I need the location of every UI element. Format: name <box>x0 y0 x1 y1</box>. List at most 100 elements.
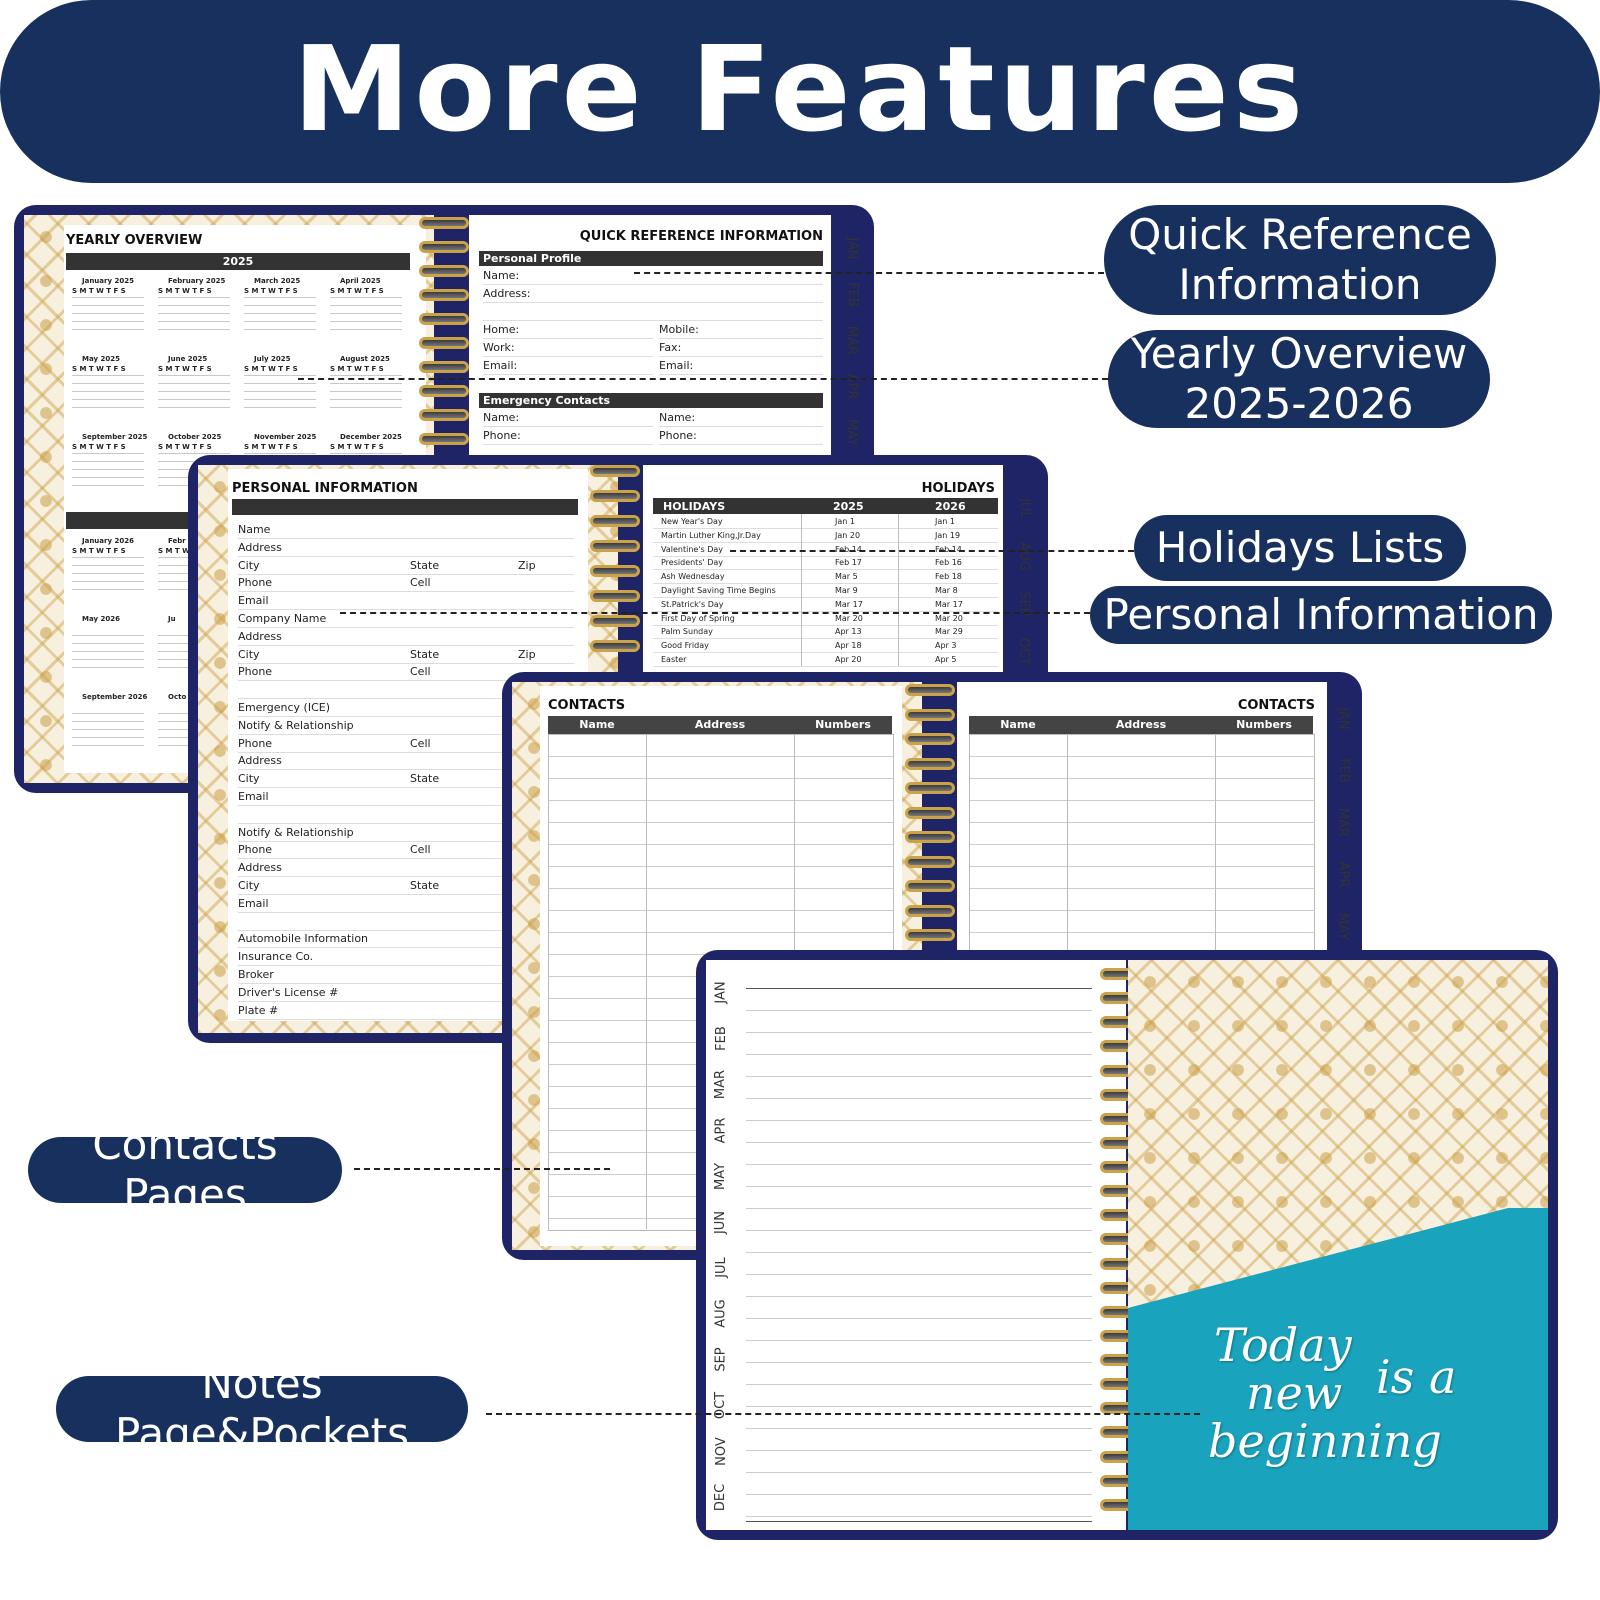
tab-aug[interactable]: AUG <box>1016 542 1032 571</box>
tab-jan[interactable]: JAN <box>1335 706 1351 730</box>
leader-quick-reference <box>634 272 1104 274</box>
tab-feb[interactable]: FEB <box>713 1026 729 1052</box>
contacts-divider <box>646 734 647 1229</box>
personal-info-row: Notify & Relationship <box>238 824 574 842</box>
tab-dec[interactable]: DEC <box>713 1483 729 1511</box>
pocket-page: Today is a new beginning <box>1128 960 1548 1530</box>
holiday-name: Valentine's Day <box>661 544 724 554</box>
spiral-ring <box>905 831 955 844</box>
tab-jul[interactable]: JUL <box>713 1257 729 1279</box>
personal-info-row: Name <box>238 521 574 539</box>
tab-mar[interactable]: MAR <box>1335 807 1351 837</box>
ec-name2-row: Name: <box>659 409 823 427</box>
tab-may[interactable]: MAY <box>1335 912 1351 940</box>
tab-mar[interactable]: MAR <box>713 1069 729 1100</box>
holiday-name: First Day of Spring <box>661 613 735 623</box>
notes-page: JAN FEB MAR APR MAY JUN JUL AUG SEP OCT … <box>706 960 1126 1530</box>
tab-sep[interactable]: SEP <box>713 1347 729 1372</box>
spiral-binding-3 <box>905 684 955 954</box>
month-label: April 2025 <box>340 277 381 285</box>
personal-info-label: City <box>238 772 260 786</box>
month-tabs-mid: JUL AUG SEP OCT <box>1006 485 1042 675</box>
quote-today: Today <box>1214 1318 1352 1372</box>
tab-may[interactable]: MAY <box>844 418 860 446</box>
month-days <box>72 297 144 333</box>
month-label: May 2025 <box>82 355 120 363</box>
holiday-date: Jan 20 <box>835 530 861 540</box>
personal-info-label: City <box>238 558 260 572</box>
title-banner: More Features <box>0 0 1600 183</box>
holiday-date: Mar 20 <box>935 613 963 623</box>
callout-quick-reference: Quick Reference Information <box>1104 205 1496 315</box>
spiral-ring <box>905 929 955 942</box>
month-days <box>158 297 230 333</box>
contacts-lines-right <box>969 734 1315 952</box>
holiday-name: Martin Luther King,Jr.Day <box>661 530 761 540</box>
tab-may[interactable]: MAY <box>713 1162 729 1190</box>
quote-is-a: is a <box>1376 1350 1457 1404</box>
month-days <box>158 375 230 411</box>
tab-feb[interactable]: FEB <box>844 281 860 307</box>
personal-info-sublabel: Cell <box>410 736 431 750</box>
weekday-header: S M T W T F S <box>158 547 212 555</box>
holiday-name: Easter <box>661 655 687 664</box>
spiral-ring <box>905 855 955 868</box>
personal-info-label: Email <box>238 594 269 608</box>
contacts-divider <box>1215 734 1216 952</box>
callout-yearly-overview: Yearly Overview 2025-2026 <box>1108 329 1490 428</box>
tab-feb[interactable]: FEB <box>1335 757 1351 783</box>
yearly-overview-title: YEARLY OVERVIEW <box>66 233 203 248</box>
spiral-ring <box>419 217 469 229</box>
tab-nov[interactable]: NOV <box>713 1436 729 1466</box>
callout-holidays: Holidays Lists <box>1134 515 1466 581</box>
personal-profile-bar: Personal Profile <box>479 251 823 266</box>
quote-new: new <box>1246 1366 1343 1420</box>
tab-jul[interactable]: JUL <box>1016 498 1032 520</box>
personal-info-row: Email <box>238 895 574 913</box>
month-label: Ju <box>168 615 176 623</box>
personal-info-label: Phone <box>238 665 273 679</box>
tab-apr[interactable]: APR <box>1335 861 1351 887</box>
month-days <box>330 297 402 333</box>
personal-info-label: Address <box>238 540 282 554</box>
tab-apr[interactable]: APR <box>844 373 860 399</box>
weekday-header: S M T W T F S <box>330 287 384 295</box>
contacts-col-address-r: Address <box>1067 716 1215 734</box>
qr-work-row: Work: <box>483 339 653 357</box>
holidays-title: HOLIDAYS <box>921 481 995 496</box>
spiral-ring <box>905 708 955 721</box>
personal-info-label: Address <box>238 629 282 643</box>
spiral-ring <box>905 904 955 917</box>
holiday-date: Jan 1 <box>935 517 955 526</box>
contacts-title-left: CONTACTS <box>548 698 626 713</box>
tab-mar[interactable]: MAR <box>844 325 860 355</box>
month-label: December 2025 <box>340 433 402 441</box>
tab-jan[interactable]: JAN <box>713 981 729 1005</box>
contacts-divider <box>1067 734 1068 952</box>
tab-jan[interactable]: JAN <box>844 236 860 260</box>
month-label: March 2025 <box>254 277 301 285</box>
contacts-col-name: Name <box>548 716 646 734</box>
personal-info-label: Emergency (ICE) <box>238 701 330 714</box>
personal-info-row: Email <box>238 788 574 806</box>
qr-fax-row: Fax: <box>659 339 823 357</box>
personal-info-row: Notify & Relationship <box>238 717 574 735</box>
tab-oct[interactable]: OCT <box>1016 637 1032 665</box>
qr-address-label: Address: <box>483 287 531 300</box>
personal-info-label: Company Name <box>238 612 327 625</box>
holiday-name: Daylight Saving Time Begins <box>661 586 776 595</box>
tab-jun[interactable]: JUN <box>713 1210 729 1234</box>
tab-apr[interactable]: APR <box>713 1117 729 1144</box>
personal-info-label: Name <box>238 523 271 536</box>
year-2025-bar: 2025 <box>66 253 410 270</box>
spiral-ring <box>419 433 469 445</box>
personal-info-sublabel: Zip <box>518 647 536 661</box>
spiral-ring <box>590 565 640 577</box>
ec-phone2-label: Phone: <box>659 429 697 442</box>
month-label: Octo <box>168 693 187 701</box>
holiday-date: Jan 1 <box>835 517 855 526</box>
emergency-contacts-label: Emergency Contacts <box>483 394 611 407</box>
qr-email-row: Email: <box>483 357 653 375</box>
tab-aug[interactable]: AUG <box>713 1299 729 1328</box>
month-label: June 2025 <box>168 355 208 363</box>
